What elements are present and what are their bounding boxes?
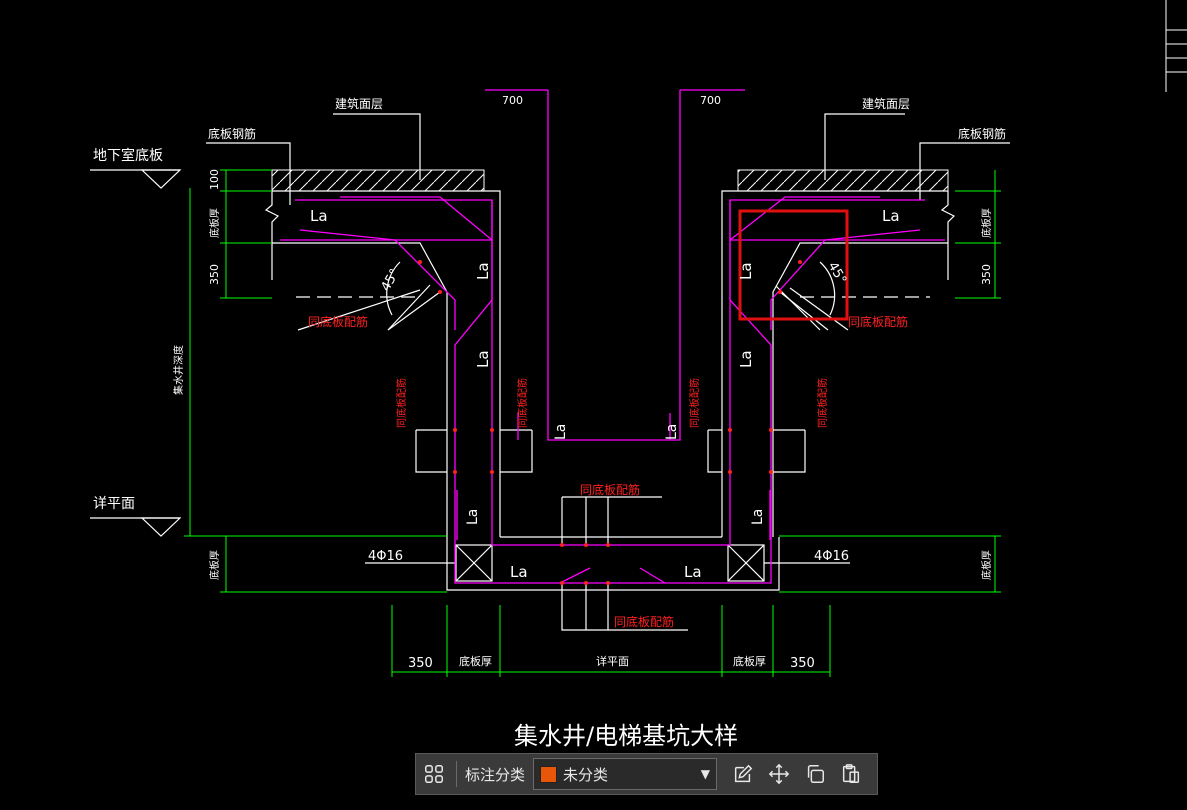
label-same-slab-rebar-vert-2: 同底板配筋: [516, 378, 529, 428]
label-basement-floor: 地下室底板: [93, 147, 163, 164]
label-dim-350-bottom-right: 350: [790, 656, 815, 671]
edit-icon: [734, 764, 753, 783]
label-same-slab-rebar-right: 同底板配筋: [848, 314, 908, 329]
label-slab-rebar-right: 底板钢筋: [958, 126, 1006, 141]
label-la-vert-8: La: [750, 509, 766, 525]
category-label: 标注分类: [465, 765, 526, 784]
label-slab-thickness-left-top: 底板厚: [208, 208, 221, 238]
label-slab-thickness-bottom-right: 底板厚: [733, 654, 766, 668]
label-la-top-left: La: [310, 207, 328, 225]
rebar-lines: [280, 89, 945, 584]
label-dim-350-left-vert: 350: [208, 264, 221, 285]
rebar-dots: [418, 260, 802, 585]
category-select-value: 未分类: [563, 765, 609, 784]
label-angle-45-right: 45°: [825, 260, 850, 287]
label-la-vert-2: La: [474, 350, 492, 368]
annotation-toolbar: 标注分类 未分类 ▼: [415, 753, 878, 795]
paste-button[interactable]: [833, 756, 869, 792]
label-slab-thickness-right-top: 底板厚: [980, 208, 993, 238]
label-la-vert-6: La: [664, 424, 680, 440]
label-same-slab-rebar-left: 同底板配筋: [308, 314, 368, 329]
toolbar-separator: [456, 761, 457, 787]
label-pit-depth: 集水井深度: [172, 345, 185, 395]
arch-finish-right: [737, 169, 949, 192]
label-rebar-4phi16-right: 4Φ16: [814, 549, 849, 564]
category-color-swatch: [540, 765, 558, 783]
label-same-slab-rebar-vert-4: 同底板配筋: [816, 378, 829, 428]
dimension-lines: [184, 169, 1001, 677]
label-la-vert-5: La: [553, 424, 569, 440]
label-detail-level: 详平面: [93, 496, 135, 512]
label-la-bottom-right: La: [684, 563, 702, 581]
label-la-vert-4: La: [737, 350, 755, 368]
label-same-slab-rebar-vert-1: 同底板配筋: [395, 378, 408, 428]
grid-button[interactable]: [416, 756, 452, 792]
label-slab-rebar-left: 底板钢筋: [208, 126, 256, 141]
chevron-down-icon: ▼: [700, 767, 711, 781]
edit-button[interactable]: [725, 756, 761, 792]
move-button[interactable]: [761, 756, 797, 792]
move-icon: [768, 763, 790, 785]
label-la-top-right: La: [882, 207, 900, 225]
label-arch-finish-right: 建筑面层: [862, 96, 910, 111]
label-dim-700-left: 700: [502, 94, 523, 107]
label-dim-100: 100: [208, 169, 221, 190]
label-angle-45-left: 45°: [378, 267, 403, 294]
viewport-fragment: [1165, 0, 1187, 92]
label-la-vert-1: La: [474, 262, 492, 280]
arch-finish-left: [271, 169, 485, 192]
copy-icon: [807, 765, 824, 783]
category-select[interactable]: 未分类 ▼: [533, 758, 718, 790]
label-slab-thickness-right-bottom: 底板厚: [980, 550, 993, 580]
label-dim-350-right-vert: 350: [980, 264, 993, 285]
label-la-vert-3: La: [737, 262, 755, 280]
label-dim-700-right: 700: [700, 94, 721, 107]
label-same-slab-rebar-vert-3: 同底板配筋: [688, 378, 701, 428]
label-slab-thickness-bottom-left: 底板厚: [459, 654, 492, 668]
label-la-bottom-left: La: [510, 563, 528, 581]
highlight-box[interactable]: [738, 209, 849, 321]
label-la-vert-7: La: [465, 509, 481, 525]
label-dim-350-bottom-left: 350: [408, 656, 433, 671]
label-arch-finish-left: 建筑面层: [335, 96, 383, 111]
copy-button[interactable]: [797, 756, 833, 792]
label-same-slab-rebar-center-top: 同底板配筋: [580, 482, 640, 497]
paste-icon: [842, 764, 860, 783]
drawing-title: 集水井/电梯基坑大样: [514, 722, 738, 750]
label-slab-thickness-left-bottom: 底板厚: [208, 550, 221, 580]
label-same-slab-rebar-center-bottom: 同底板配筋: [614, 614, 674, 629]
grid-icon: [425, 765, 443, 783]
label-detail-level-bottom: 详平面: [596, 654, 629, 668]
label-rebar-4phi16-left: 4Φ16: [368, 549, 403, 564]
